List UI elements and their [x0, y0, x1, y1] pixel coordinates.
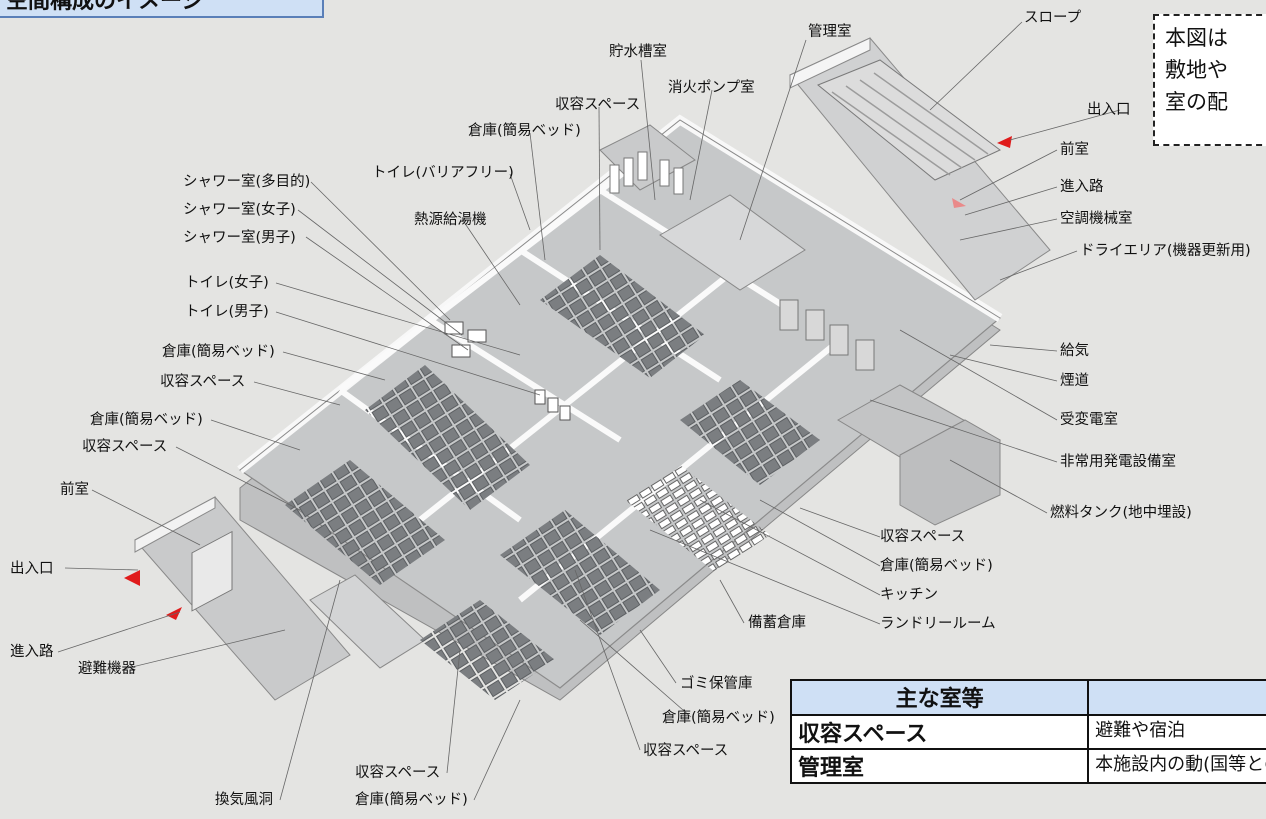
label-suropu: スロープ: [1024, 9, 1082, 26]
rooms-table: 主な室等 収容スペース 避難や宿泊 管理室 本施設内の動(国等との: [789, 679, 1266, 819]
label-shuyo-top: 収容スペース: [555, 96, 640, 113]
label-hijo-hatsuden: 非常用発電設備室: [1060, 453, 1176, 470]
label-laundry: ランドリールーム: [880, 616, 996, 632]
entrance-marker-left-1: [124, 570, 140, 586]
table-header-row: 主な室等: [789, 679, 1266, 716]
entrance-marker-right-1: [997, 136, 1012, 148]
label-kyuki: 給気: [1060, 342, 1089, 359]
beds-area-2: [365, 365, 530, 510]
table-header-desc: [1087, 679, 1266, 716]
fuel-tank: [899, 419, 1001, 526]
entrance-marker-right-2: [952, 198, 966, 208]
label-soko-top: 倉庫(簡易ベッド): [468, 122, 581, 139]
building-model: [124, 37, 1051, 701]
label-kucho: 空調機械室: [1060, 210, 1133, 227]
label-shouka-pump: 消火ポンプ室: [668, 79, 755, 96]
label-soko-b2: 倉庫(簡易ベッド): [662, 709, 775, 726]
label-juhenden: 受変電室: [1060, 411, 1118, 428]
table-cell-name: 管理室: [789, 748, 1090, 784]
label-endo: 煙道: [1060, 372, 1089, 389]
label-shower-m: シャワー室(男子): [183, 229, 296, 246]
label-deiriguchi-r: 出入口: [1087, 101, 1131, 118]
label-soko-r: 倉庫(簡易ベッド): [880, 557, 993, 574]
room-labels: 管理室 スロープ 貯水槽室 消火ポンプ室 収容スペース 倉庫(簡易ベッド) トイ…: [10, 9, 1251, 808]
beds-area-1: [285, 460, 445, 585]
label-kitchen: キッチン: [880, 587, 938, 603]
beds-area-6: [420, 600, 555, 700]
table-cell-desc: 本施設内の動(国等との: [1087, 748, 1266, 784]
label-gomi: ゴミ保管庫: [680, 674, 753, 692]
diagram-title: 空間構成のイメージ: [0, 0, 324, 18]
washroom: [444, 321, 571, 421]
stockpile-shelves: [625, 465, 770, 572]
entrance-marker-left-2: [166, 607, 182, 620]
label-kanki-fudo: 換気風洞: [215, 791, 273, 808]
beds-area-4: [680, 380, 820, 485]
label-chosuisoushitsu: 貯水槽室: [609, 43, 667, 60]
table-cell-desc: 避難や宿泊: [1087, 714, 1266, 750]
label-kanrishitsu: 管理室: [808, 23, 852, 40]
label-nenryo: 燃料タンク(地中埋設): [1050, 503, 1192, 521]
note-line-2: 敷地や: [1165, 58, 1228, 82]
label-shinyuro-l: 進入路: [10, 643, 54, 660]
label-shuyo-l2: 収容スペース: [82, 438, 167, 455]
label-shower-f: シャワー室(女子): [183, 200, 296, 218]
label-toilet-f: トイレ(女子): [185, 273, 269, 291]
label-deiriguchi-l: 出入口: [10, 560, 54, 577]
table-cell-name: 収容スペース: [789, 714, 1090, 750]
management-room: [659, 194, 806, 291]
label-dry-area: ドライエリア(機器更新用): [1080, 242, 1251, 259]
label-shuyo-r: 収容スペース: [880, 528, 965, 545]
table-row: 収容スペース 避難や宿泊: [789, 714, 1266, 750]
note-line-1: 本図は: [1165, 26, 1228, 50]
label-shuyo-b2: 収容スペース: [643, 742, 728, 759]
leader-lines: [57, 21, 1121, 801]
table-row: 管理室 本施設内の動(国等との: [789, 748, 1266, 784]
slope: [817, 59, 1001, 181]
label-shower-multi: シャワー室(多目的): [183, 173, 310, 190]
beds-area-5: [500, 510, 660, 635]
label-hinan-kiki: 避難機器: [78, 660, 136, 677]
label-zenshitsu-l: 前室: [60, 481, 89, 498]
label-toilet-m: トイレ(男子): [185, 303, 269, 320]
rooms-table-grid: 主な室等 収容スペース 避難や宿泊 管理室 本施設内の動(国等との: [789, 679, 1266, 784]
label-soko-l2: 倉庫(簡易ベッド): [90, 411, 203, 428]
label-toilet-bf: トイレ(バリアフリー): [372, 165, 514, 181]
label-zenshitsu-r: 前室: [1060, 141, 1089, 158]
label-shinyuro-r: 進入路: [1060, 178, 1104, 195]
table-header-name: 主な室等: [789, 679, 1090, 716]
label-netsugen: 熱源給湯機: [414, 211, 487, 228]
label-shuyo-l1: 収容スペース: [160, 373, 245, 390]
label-soko-l1: 倉庫(簡易ベッド): [162, 343, 275, 360]
note-line-3: 室の配: [1165, 90, 1228, 114]
note-box: 本図は 敷地や 室の配: [1153, 14, 1266, 146]
label-bichiku: 備蓄倉庫: [748, 614, 806, 631]
label-shuyo-b1: 収容スペース: [355, 764, 440, 781]
label-soko-b1: 倉庫(簡易ベッド): [355, 791, 468, 808]
equipment: [779, 299, 875, 371]
beds-area-3: [540, 255, 705, 378]
